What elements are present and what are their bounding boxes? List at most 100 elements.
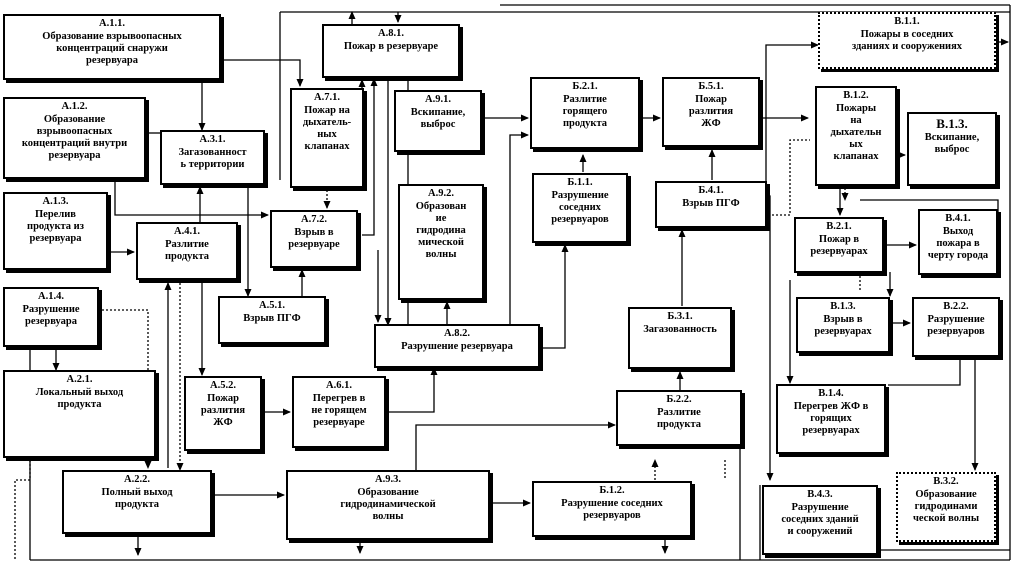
node-a-6-1: A.6.1.Перегрев в не горящем резервуаре [292, 376, 386, 448]
node-v-1-2-id: B.1.2. [843, 90, 869, 101]
node-a-3-1-text: Загазованност ь территории [178, 147, 247, 170]
node-a-9-2-id: A.9.2. [428, 188, 454, 199]
node-a-1-3-id: A.1.3. [42, 196, 69, 207]
node-b-1-1-id: Б.1.1. [567, 177, 593, 188]
node-v-1-4: B.1.4. Перегрев ЖФ в горящих резервуарах [776, 384, 886, 454]
node-v-3-2-text: Образование гидродинами ческой волны [912, 489, 980, 524]
node-b-3-1: Б.3.1. Загазованность [628, 307, 732, 369]
node-a-2-1-text: Локальный выход продукта [35, 387, 124, 410]
node-v-3-2: B.3.2. Образование гидродинами ческой вол… [896, 472, 996, 542]
node-v-3-2-id: B.3.2. [933, 476, 959, 487]
node-a-8-1-text: Пожар в резервуаре [343, 41, 439, 52]
node-v-1-1-id: B.1.1. [894, 16, 920, 27]
node-v-1-3-explosion-text: Взрыв в резервуарах [814, 314, 872, 337]
node-b-4-1-text: Взрыв ПГФ [682, 198, 740, 209]
node-b-1-2-id: Б.1.2. [599, 485, 625, 496]
node-v-1-3-boil-text: Вскипание, выброс [924, 132, 980, 155]
node-a-9-3: A.9.3. Образование гидродинамической волн… [286, 470, 490, 540]
node-a-7-1: A.7.1. Пожар на дыхатель- ных клапанах [290, 88, 364, 188]
node-a-2-2-id: A.2.2. [124, 474, 150, 485]
node-b-5-1-text: Пожар разлития ЖФ [688, 94, 734, 129]
node-a-9-3-id: A.9.3. [375, 474, 401, 485]
node-b-3-1-text: Загазованность [643, 324, 717, 335]
node-a-1-2-text: Образование взрывоопасных концентраций в… [21, 114, 128, 161]
node-a-1-4-id: A.1.4. [38, 291, 64, 302]
node-a-2-2: A.2.2. Полный выход продукта [62, 470, 212, 534]
node-a-2-1: A.2.1. Локальный выход продукта [3, 370, 156, 458]
node-a-8-1-id: A.8.1. [378, 28, 404, 39]
node-a-3-1: A.3.1. Загазованност ь территории [160, 130, 265, 185]
node-v-1-3-boil: B.1.3.Вскипание, выброс [907, 112, 997, 186]
node-v-1-3-explosion: B.1.3. Взрыв в резервуарах [796, 297, 890, 353]
node-v-1-3-explosion-id: B.1.3. [830, 301, 856, 312]
node-a-7-1-id: A.7.1. [314, 92, 340, 103]
node-v-1-4-text: Перегрев ЖФ в горящих резервуарах [793, 401, 869, 436]
node-b-2-1-text: Разлитие горящего продукта [562, 94, 608, 129]
node-v-1-2-text: Пожары на дыхательн ых клапанах [830, 103, 882, 162]
node-v-1-1: B.1.1. Пожары в соседних зданиях и сооруж… [818, 12, 996, 69]
node-a-6-1-text: Перегрев в не горящем резервуаре [311, 393, 367, 428]
node-a-1-2-id: A.1.2. [61, 101, 88, 112]
node-a-1-4-text: Разрушение резервуара [22, 304, 80, 327]
node-a-8-1: A.8.1. Пожар в резервуаре [322, 24, 460, 78]
node-a-7-1-text: Пожар на дыхатель- ных клапанах [302, 105, 352, 152]
node-a-5-2-id: A.5.2. [210, 380, 236, 391]
node-a-4-1-id: A.4.1. [174, 226, 200, 237]
node-b-2-1: Б.2.1.Разлитие горящего продукта [530, 77, 640, 149]
node-a-1-3-text: Перелив продукта из резервуара [27, 209, 84, 244]
node-b-4-1: Б.4.1. Взрыв ПГФ [655, 181, 767, 228]
node-v-1-3-boil-id: B.1.3. [936, 116, 968, 131]
node-v-4-1-id: B.4.1. [945, 213, 971, 224]
node-a-5-1: A.5.1. Взрыв ПГФ [218, 296, 326, 344]
node-a-9-2: A.9.2. Образован ие гидродина мической во… [398, 184, 484, 300]
node-a-8-2-id: A.8.2. [444, 328, 470, 339]
node-v-2-2-id: B.2.2. [943, 301, 969, 312]
node-a-5-1-id: A.5.1. [259, 300, 285, 311]
node-a-5-2: A.5.2. Пожар разлития ЖФ [184, 376, 262, 451]
node-v-2-1-text: Пожар в резервуарах [810, 234, 868, 257]
node-a-8-2-text: Разрушение резервуара [401, 341, 513, 352]
node-a-9-3-text: Образование гидродинамической волны [340, 487, 436, 522]
node-b-1-2-text: Разрушение соседних резервуаров [561, 498, 663, 521]
node-a-5-2-text: Пожар разлития ЖФ [200, 393, 246, 428]
node-v-1-2: B.1.2. Пожары на дыхательн ых клапанах [815, 86, 897, 186]
node-a-7-2: A.7.2. Взрыв в резервуаре [270, 210, 358, 268]
node-a-7-2-text: Взрыв в резервуаре [288, 227, 340, 250]
node-b-5-1-id: Б.5.1. [698, 81, 724, 92]
node-a-8-2: A.8.2. Разрушение резервуара [374, 324, 540, 368]
node-v-4-3: B.4.3. Разрушение соседних зданий и соору… [762, 485, 878, 555]
node-b-1-1-text: Разрушение соседних резервуаров [551, 190, 609, 225]
node-v-1-1-text: Пожары в соседних зданиях и сооружениях [851, 29, 963, 52]
node-v-4-3-text: Разрушение соседних зданий и сооружений [781, 502, 859, 537]
node-v-2-1: B.2.1. Пожар в резервуарах [794, 217, 884, 273]
node-a-4-1: A.4.1.Разлитие продукта [136, 222, 238, 280]
node-v-1-4-id: B.1.4. [818, 388, 844, 399]
node-a-3-1-id: A.3.1. [199, 134, 226, 145]
node-a-5-1-text: Взрыв ПГФ [243, 313, 301, 324]
node-v-2-1-id: B.2.1. [826, 221, 852, 232]
node-a-1-1-text: Образование взрывоопасных концентраций с… [42, 31, 182, 66]
node-v-4-1: B.4.1. Выход пожара в черту города [918, 209, 998, 275]
node-b-4-1-id: Б.4.1. [698, 185, 724, 196]
node-b-1-2: Б.1.2. Разрушение соседних резервуаров [532, 481, 692, 537]
node-a-1-4: A.1.4. Разрушение резервуара [3, 287, 99, 347]
node-a-7-2-id: A.7.2. [301, 214, 327, 225]
node-v-2-2: B.2.2. Разрушение резервуаров [912, 297, 1000, 357]
node-v-2-2-text: Разрушение резервуаров [927, 314, 985, 337]
node-v-4-1-text: Выход пожара в черту города [927, 226, 989, 261]
node-b-5-1: Б.5.1. Пожар разлития ЖФ [662, 77, 760, 147]
node-a-1-1-id: A.1.1. [99, 18, 125, 29]
node-a-2-1-id: A.2.1. [66, 374, 93, 385]
node-b-2-2-id: Б.2.2. [666, 394, 692, 405]
node-b-3-1-id: Б.3.1. [667, 311, 693, 322]
node-a-9-1: A.9.1.Вскипание, выброс [394, 90, 482, 152]
node-a-2-2-text: Полный выход продукта [101, 487, 173, 510]
node-a-9-2-text: Образован ие гидродина мической волны [415, 201, 467, 260]
node-b-2-2-text: Разлитие продукта [657, 407, 701, 430]
node-a-1-1: A.1.1. Образование взрывоопасных концентр… [3, 14, 221, 80]
node-a-9-1-id: A.9.1. [425, 94, 451, 105]
node-b-2-2: Б.2.2. Разлитие продукта [616, 390, 742, 446]
node-b-1-1: Б.1.1. Разрушение соседних резервуаров [532, 173, 628, 243]
node-v-4-3-id: B.4.3. [807, 489, 833, 500]
